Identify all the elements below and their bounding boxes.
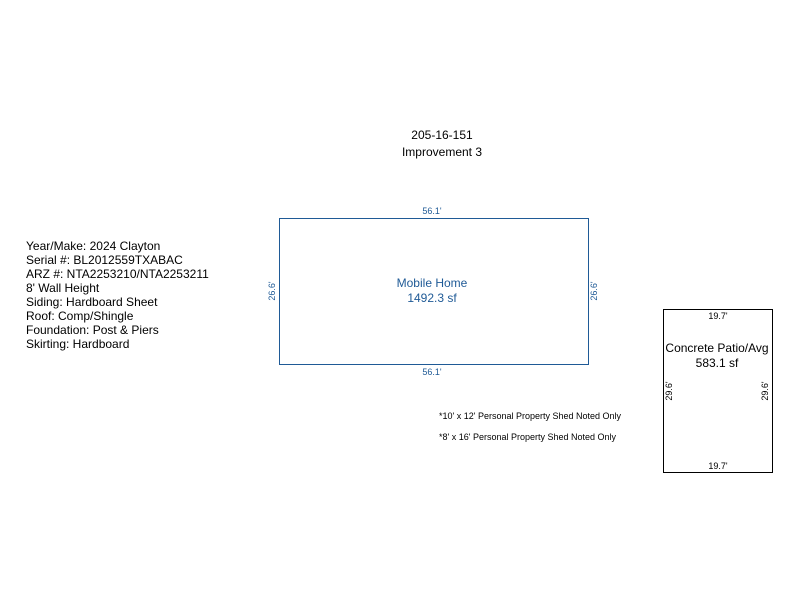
patio-area: 583.1 sf: [695, 356, 739, 370]
patio-dim-left: 29.6': [664, 381, 674, 401]
detail-year-make: Year/Make: 2024 Clayton: [26, 239, 161, 253]
patio-name: Concrete Patio/Avg: [665, 341, 769, 355]
sketch-header: 205-16-151 Improvement 3: [0, 127, 800, 161]
patio-outline: [663, 309, 773, 473]
detail-serial: Serial #: BL2012559TXABAC: [26, 253, 183, 267]
mobile-home-label: Mobile Home 1492.3 sf: [352, 276, 512, 306]
mobile-home-dim-right: 26.6': [589, 281, 599, 301]
mobile-home-dim-top: 56.1': [422, 206, 442, 216]
patio-label: Concrete Patio/Avg 583.1 sf: [653, 341, 781, 371]
mobile-home-dim-left: 26.6': [267, 281, 277, 301]
patio-dim-bottom: 19.7': [708, 461, 728, 471]
improvement-label: Improvement 3: [401, 145, 483, 159]
detail-arz: ARZ #: NTA2253210/NTA2253211: [26, 267, 209, 281]
mobile-home-name: Mobile Home: [396, 276, 468, 290]
shed-note-1: *10' x 12' Personal Property Shed Noted …: [439, 411, 622, 421]
improvement-details: Year/Make: 2024 Clayton Serial #: BL2012…: [26, 239, 209, 351]
mobile-home-area: 1492.3 sf: [407, 291, 457, 305]
mobile-home-dim-bottom: 56.1': [422, 367, 442, 377]
detail-foundation: Foundation: Post & Piers: [26, 323, 159, 337]
detail-roof: Roof: Comp/Shingle: [26, 309, 134, 323]
detail-wall-height: 8' Wall Height: [26, 281, 100, 295]
mobile-home-outline: [279, 218, 589, 365]
parcel-id: 205-16-151: [411, 128, 473, 142]
detail-siding: Siding: Hardboard Sheet: [26, 295, 158, 309]
detail-skirting: Skirting: Hardboard: [26, 337, 130, 351]
patio-dim-top: 19.7': [708, 311, 728, 321]
shed-note-2: *8' x 16' Personal Property Shed Noted O…: [439, 432, 617, 442]
shed-notes: *10' x 12' Personal Property Shed Noted …: [439, 411, 621, 453]
patio-dim-right: 29.6': [760, 381, 770, 401]
